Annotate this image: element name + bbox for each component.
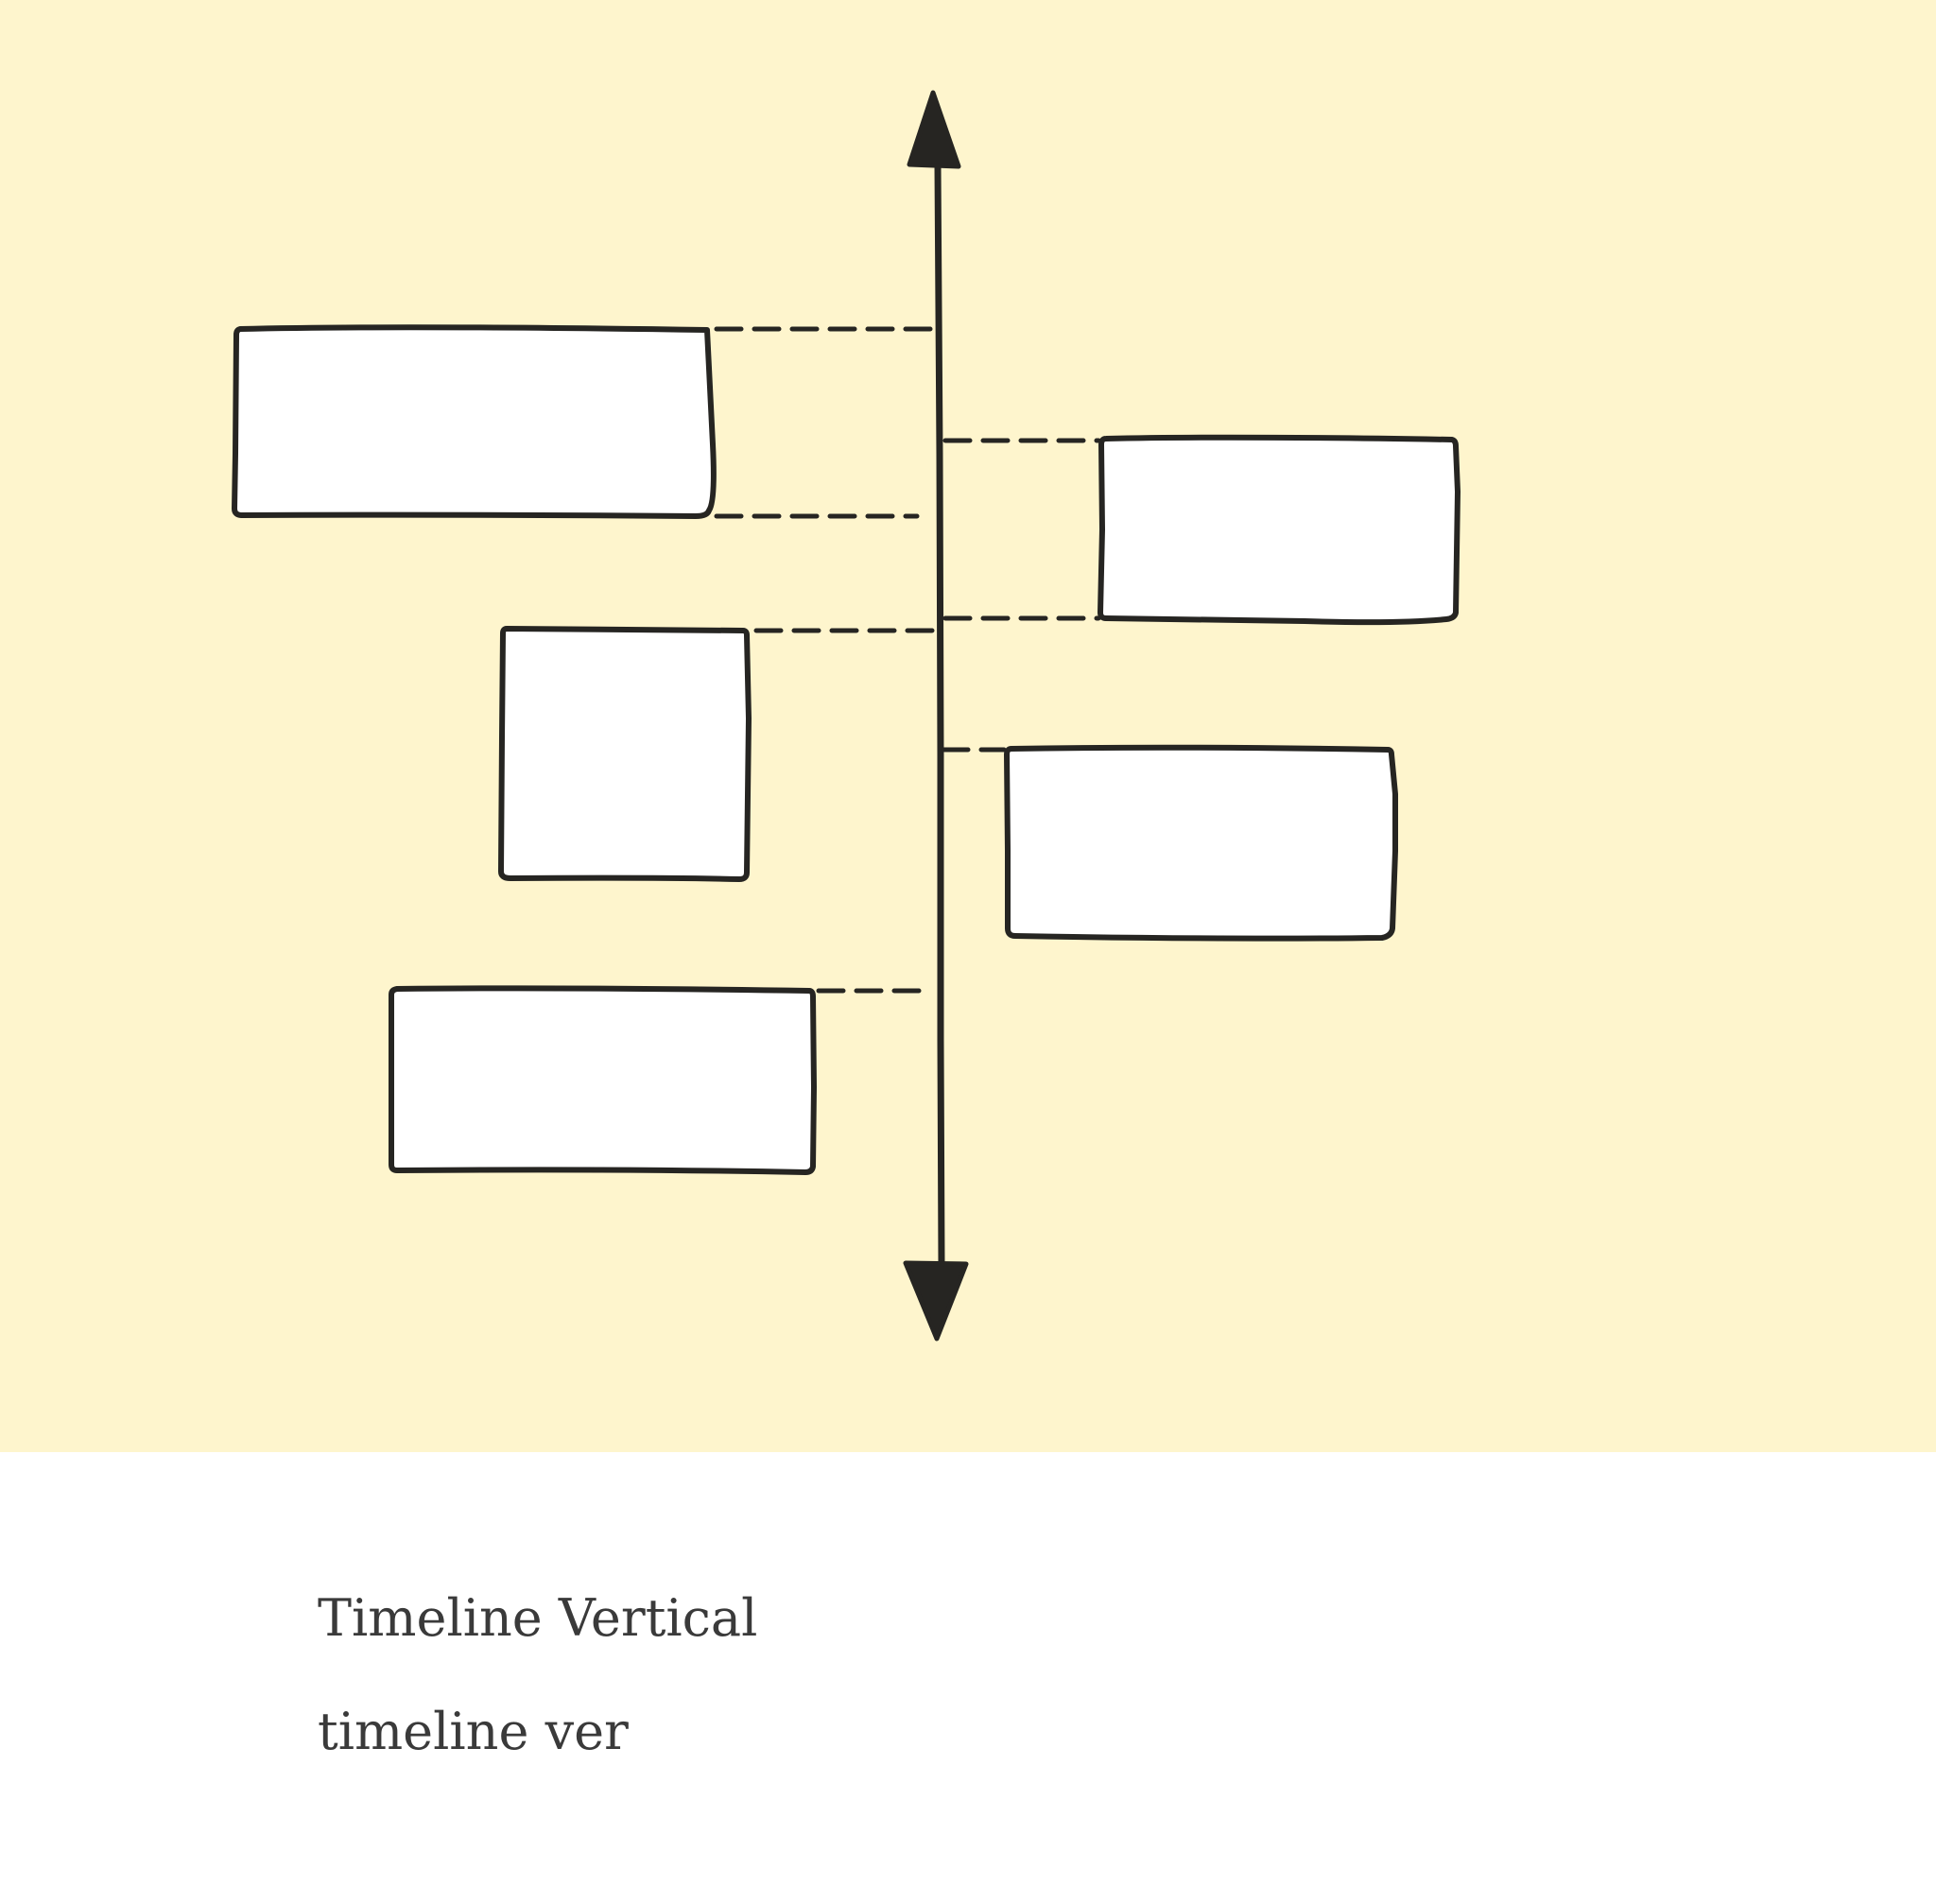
- timeline-diagram: [232, 90, 1461, 1341]
- event-box-5[interactable]: [389, 985, 817, 1175]
- arrow-down-icon: [903, 1260, 969, 1341]
- timeline-axis-line: [934, 163, 945, 1269]
- event-box-3[interactable]: [498, 626, 752, 882]
- event-box-4[interactable]: [1004, 744, 1398, 942]
- diagram-canvas[interactable]: [0, 0, 1936, 1452]
- event-box-1[interactable]: [232, 324, 717, 519]
- template-title: Timeline Vertical: [318, 1588, 758, 1648]
- arrow-up-icon: [907, 90, 961, 169]
- template-subtitle: timeline ver: [318, 1702, 629, 1761]
- event-box-2[interactable]: [1098, 434, 1461, 626]
